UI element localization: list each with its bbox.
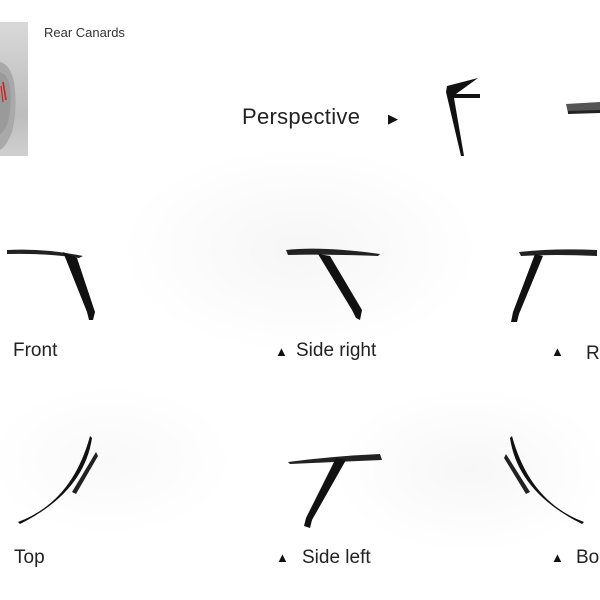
canard-top-figure <box>18 436 98 524</box>
perspective-label: Perspective <box>242 104 361 129</box>
pointer-up-icon: ▲ <box>276 550 289 565</box>
side-right-label: Side right <box>296 340 377 361</box>
canard-front-figure <box>7 249 95 320</box>
bottom-label: Bo <box>576 547 600 568</box>
page-title: Rear Canards <box>44 25 125 40</box>
canard-rear-figure <box>511 249 597 322</box>
rear-label: R <box>586 343 600 364</box>
pointer-right-icon: ▶ <box>388 111 398 126</box>
front-label: Front <box>13 340 58 361</box>
canard-perspective-second-figure <box>566 102 600 114</box>
canard-perspective-figure <box>446 78 480 156</box>
car-thumbnail <box>0 22 28 156</box>
pointer-up-icon: ▲ <box>275 344 288 359</box>
pointer-up-icon: ▲ <box>551 344 564 359</box>
canard-side-right-figure <box>286 248 380 320</box>
canard-side-left-figure <box>288 454 382 528</box>
canard-bottom-figure <box>504 436 584 524</box>
side-left-label: Side left <box>302 547 371 568</box>
pointer-up-icon: ▲ <box>551 550 564 565</box>
top-label: Top <box>14 547 45 568</box>
